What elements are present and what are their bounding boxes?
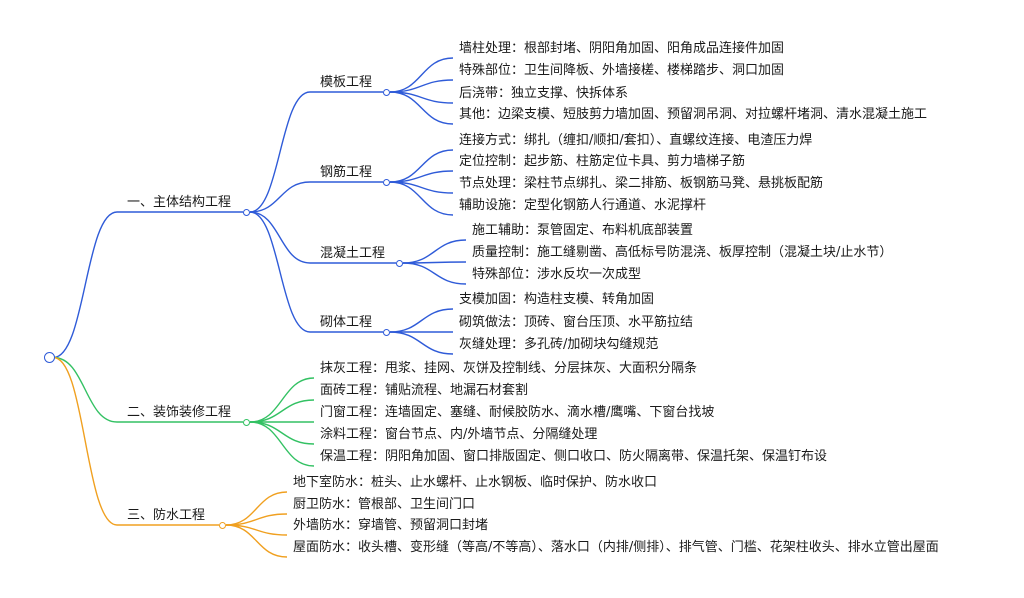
branch-node-label[interactable]: 一、主体结构工程	[127, 195, 232, 210]
leaf-connector	[225, 524, 288, 558]
sub-connector	[249, 181, 311, 213]
leaf-connector	[402, 239, 467, 264]
sub-node-label[interactable]: 混凝土工程	[320, 246, 386, 261]
leaf-node-label[interactable]: 质量控制：施工缝剔凿、高低标号防混浇、板厚控制（混凝土块/止水节）	[472, 245, 893, 260]
sub-node-label[interactable]: 砌体工程	[320, 315, 373, 330]
leaf-node-label[interactable]: 面砖工程：铺贴流程、地漏石材套割	[320, 383, 529, 398]
sub-node-label[interactable]: 钢筋工程	[320, 165, 373, 180]
leaf-node-label[interactable]: 地下室防水：桩头、止水螺杆、止水钢板、临时保护、防水收口	[293, 475, 658, 490]
leaf-connector	[389, 91, 454, 125]
sub-node-dot[interactable]	[396, 259, 403, 267]
leaf-node-label[interactable]: 灰缝处理：多孔砖/加砌块勾缝规范	[459, 337, 659, 352]
branch-node-label[interactable]: 三、防水工程	[127, 508, 206, 523]
sub-connector	[249, 91, 311, 213]
leaf-connector	[389, 331, 454, 355]
leaf-node-label[interactable]: 涂料工程：窗台节点、内/外墙节点、分隔缝处理	[320, 427, 598, 442]
leaf-node-label[interactable]: 特殊部位：卫生间降板、外墙接槎、楼梯踏步、洞口加固	[459, 63, 785, 78]
leaf-connector	[249, 421, 315, 445]
sub-node-label[interactable]: 模板工程	[320, 75, 373, 90]
sub-node-dot[interactable]	[383, 178, 390, 186]
root-node[interactable]	[44, 352, 55, 363]
leaf-node-label[interactable]: 抹灰工程：甩浆、挂网、灰饼及控制线、分层抹灰、大面积分隔条	[320, 361, 698, 376]
leaf-connector	[249, 421, 315, 467]
leaf-connector	[249, 399, 315, 423]
sub-connector	[249, 211, 311, 333]
leaf-node-label[interactable]: 墙柱处理：根部封堵、阴阳角加固、阳角成品连接件加固	[459, 41, 785, 56]
branch-node-label[interactable]: 二、装饰装修工程	[127, 405, 232, 420]
branch-connector	[53, 211, 118, 359]
branch-node-dot[interactable]	[243, 208, 250, 216]
leaf-connector	[389, 308, 454, 333]
leaf-node-label[interactable]: 连接方式：绑扎（缠扣/顺扣/套扣）、直螺纹连接、电渣压力焊	[459, 133, 813, 148]
leaf-node-label[interactable]: 施工辅助：泵管固定、布料机底部装置	[472, 223, 694, 238]
leaf-node-label[interactable]: 保温工程：阴阳角加固、窗口排版固定、侧口收口、防火隔离带、保温托架、保温钉布设	[320, 449, 828, 464]
leaf-node-label[interactable]: 后浇带：独立支撑、快拆体系	[459, 86, 629, 101]
sub-node-dot[interactable]	[383, 88, 390, 96]
branch-connector	[53, 356, 118, 526]
leaf-node-label[interactable]: 砌筑做法：顶砖、窗台压顶、水平筋拉结	[459, 315, 694, 330]
leaf-connector	[402, 262, 467, 285]
leaf-node-label[interactable]: 外墙防水：穿墙管、预留洞口封堵	[293, 518, 489, 533]
leaf-connector	[249, 377, 315, 423]
leaf-node-label[interactable]: 支模加固：构造柱支模、转角加固	[459, 292, 655, 307]
leaf-connector	[389, 57, 454, 93]
leaf-node-label[interactable]: 屋面防水：收头槽、变形缝（等高/不等高）、落水口（内排/侧排）、排气管、门槛、花…	[293, 540, 939, 555]
sub-connector	[249, 211, 311, 264]
branch-connector	[53, 356, 118, 423]
leaf-node-label[interactable]: 厨卫防水：管根部、卫生间门口	[293, 497, 476, 512]
leaf-node-label[interactable]: 特殊部位：涉水反坎一次成型	[472, 267, 642, 282]
leaf-node-label[interactable]: 其他：边梁支模、短肢剪力墙加固、预留洞吊洞、对拉螺杆堵洞、清水混凝土施工	[459, 107, 928, 122]
sub-node-dot[interactable]	[383, 328, 390, 336]
branch-node-dot[interactable]	[219, 521, 226, 529]
branch-node-dot[interactable]	[243, 418, 250, 426]
leaf-node-label[interactable]: 辅助设施：定型化钢筋人行通道、水泥撑杆	[459, 198, 707, 213]
leaf-node-label[interactable]: 节点处理：梁柱节点绑扎、梁二排筋、板钢筋马凳、悬挑板配筋	[459, 176, 824, 191]
leaf-node-label[interactable]: 定位控制：起步筋、柱筋定位卡具、剪力墙梯子筋	[459, 154, 746, 169]
leaf-node-label[interactable]: 门窗工程：连墙固定、塞缝、耐候胶防水、滴水槽/鹰嘴、下窗台找坡	[320, 405, 715, 420]
leaf-connector	[389, 181, 454, 216]
